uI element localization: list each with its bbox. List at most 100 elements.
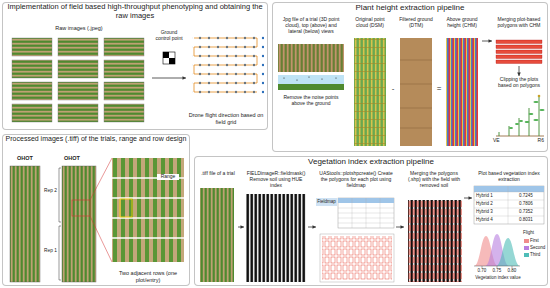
merged-image	[408, 200, 462, 282]
step-box: Original point cloud (DSM)	[350, 16, 390, 148]
legend-text: Second	[530, 245, 548, 250]
raw-image-thumbnail	[12, 104, 52, 122]
step-caption: Above ground height (CHM)	[444, 17, 480, 29]
flight-grid	[194, 38, 257, 92]
plant-growth-drawing	[499, 96, 539, 136]
figure-label: 0.80	[505, 268, 519, 273]
raw-image-thumbnail	[104, 82, 144, 100]
point-cloud-views	[278, 44, 344, 72]
arrow-head	[313, 225, 317, 229]
step-caption: Filtered ground (DTM)	[398, 17, 434, 29]
legend-text: Third	[530, 252, 548, 257]
plant-growth-drawing	[533, 119, 538, 121]
index-histogram	[496, 238, 520, 266]
fieldmap-table	[338, 198, 394, 228]
fieldmap-tab	[316, 198, 337, 206]
raw-image-thumbnail	[58, 82, 98, 100]
flight-grid	[192, 36, 264, 99]
flow-arrow	[308, 225, 316, 229]
step-box: Raw images (.jpeg)	[6, 24, 152, 128]
step-caption: OHOT	[8, 155, 42, 161]
figure-label: Remove the noise points above the ground	[276, 95, 346, 107]
raw-image-thumbnail	[104, 60, 144, 78]
step-box: Jpg file of a trial (3D point cloud), to…	[276, 16, 346, 92]
point-cloud-views	[283, 77, 284, 78]
plant-growth-drawing	[515, 123, 519, 125]
arrow-head	[489, 39, 493, 43]
point-cloud-views	[296, 79, 297, 80]
panel: Processed images (.tiff) of the trials, …	[2, 134, 190, 286]
legend-swatch	[524, 246, 529, 251]
dtm-image	[400, 38, 432, 146]
figure-label: 0.75	[490, 268, 504, 273]
step-caption: Jpg file of a trial (3D point cloud), to…	[278, 17, 344, 34]
index-table	[474, 186, 544, 224]
step-box: FIELDimageR::fieldmask() Remove soil usi…	[244, 170, 308, 284]
flow-arrow	[482, 39, 492, 43]
plot-closeup	[112, 178, 184, 238]
point-cloud-views	[335, 77, 336, 78]
raw-image-thumbnail	[58, 60, 98, 78]
point-cloud-views	[278, 44, 344, 90]
ground-control-point-icon	[163, 52, 169, 58]
plant-growth-drawing	[525, 121, 530, 123]
arrow-head	[401, 225, 405, 229]
panel: Vegetation index extraction pipeline.tif…	[194, 156, 548, 286]
step-box: UAStools::plotshpcreate() Create the pol…	[316, 170, 396, 284]
merged-image	[408, 200, 462, 282]
raw-image-thumbnail	[104, 38, 144, 56]
legend-row: Third	[524, 252, 548, 258]
plant-growth-drawing	[538, 95, 541, 98]
plant-growth-drawing	[509, 127, 513, 129]
panel: Plant height extraction pipelineJpg file…	[272, 2, 548, 152]
raw-image-thumbnail	[104, 104, 144, 122]
step-caption: Original point cloud (DSM)	[352, 17, 388, 29]
flow-arrow	[238, 225, 244, 229]
flow-arrow	[396, 225, 404, 229]
plot-closeup	[120, 199, 132, 217]
figure-label: Ground control point	[154, 30, 184, 42]
figure-label: Rep 2	[44, 188, 59, 194]
point-cloud-views	[278, 84, 344, 90]
legend-swatch	[524, 239, 529, 244]
merged-image	[408, 200, 462, 282]
fieldmap-table	[338, 198, 394, 228]
figure-label: Hybrid 4	[476, 217, 506, 222]
chm-image	[446, 38, 478, 146]
step-caption: Merging the polygons (.shp) with the fie…	[406, 171, 462, 188]
step-caption: Drone flight direction based on field gr…	[188, 112, 264, 125]
step-caption: Plot based vegetation index extraction	[474, 171, 544, 183]
arrow-head	[517, 73, 521, 77]
index-histogram	[474, 266, 520, 268]
zoom-marker	[72, 200, 90, 216]
plot-polygons	[496, 40, 542, 64]
arrow-head	[241, 225, 245, 229]
panel-title: Processed images (.tiff) of the trials, …	[4, 135, 188, 143]
plot-polygons	[496, 40, 542, 44]
index-table	[474, 186, 544, 224]
plot-polygons	[496, 45, 542, 49]
index-histogram	[474, 234, 520, 268]
arrow-line	[152, 78, 186, 79]
ground-control-point-icon	[163, 52, 175, 64]
dsm-image	[354, 38, 386, 146]
figure-label: 0.70	[475, 268, 489, 273]
figure-label: Flight	[523, 230, 547, 235]
arrow-head	[469, 196, 473, 200]
raw-image-thumbnail	[58, 104, 98, 122]
panel-title: Implementation of field based high-throu…	[4, 3, 266, 20]
panel: Implementation of field based high-throu…	[2, 2, 268, 130]
plot-polygons	[496, 50, 542, 54]
raw-image-thumbnail	[12, 38, 144, 122]
step-box: .tiff file of a trial	[198, 170, 238, 284]
figure-label: 0.7352	[510, 209, 542, 214]
flow-arrow	[464, 196, 472, 200]
raw-image-thumbnail	[12, 82, 52, 100]
plant-growth-drawing	[519, 120, 523, 122]
step-caption: Raw images (.jpeg)	[8, 25, 150, 31]
polygon-grid	[320, 234, 394, 282]
ground-control-point-icon	[169, 58, 175, 64]
figure-label: 0.7245	[510, 193, 542, 198]
